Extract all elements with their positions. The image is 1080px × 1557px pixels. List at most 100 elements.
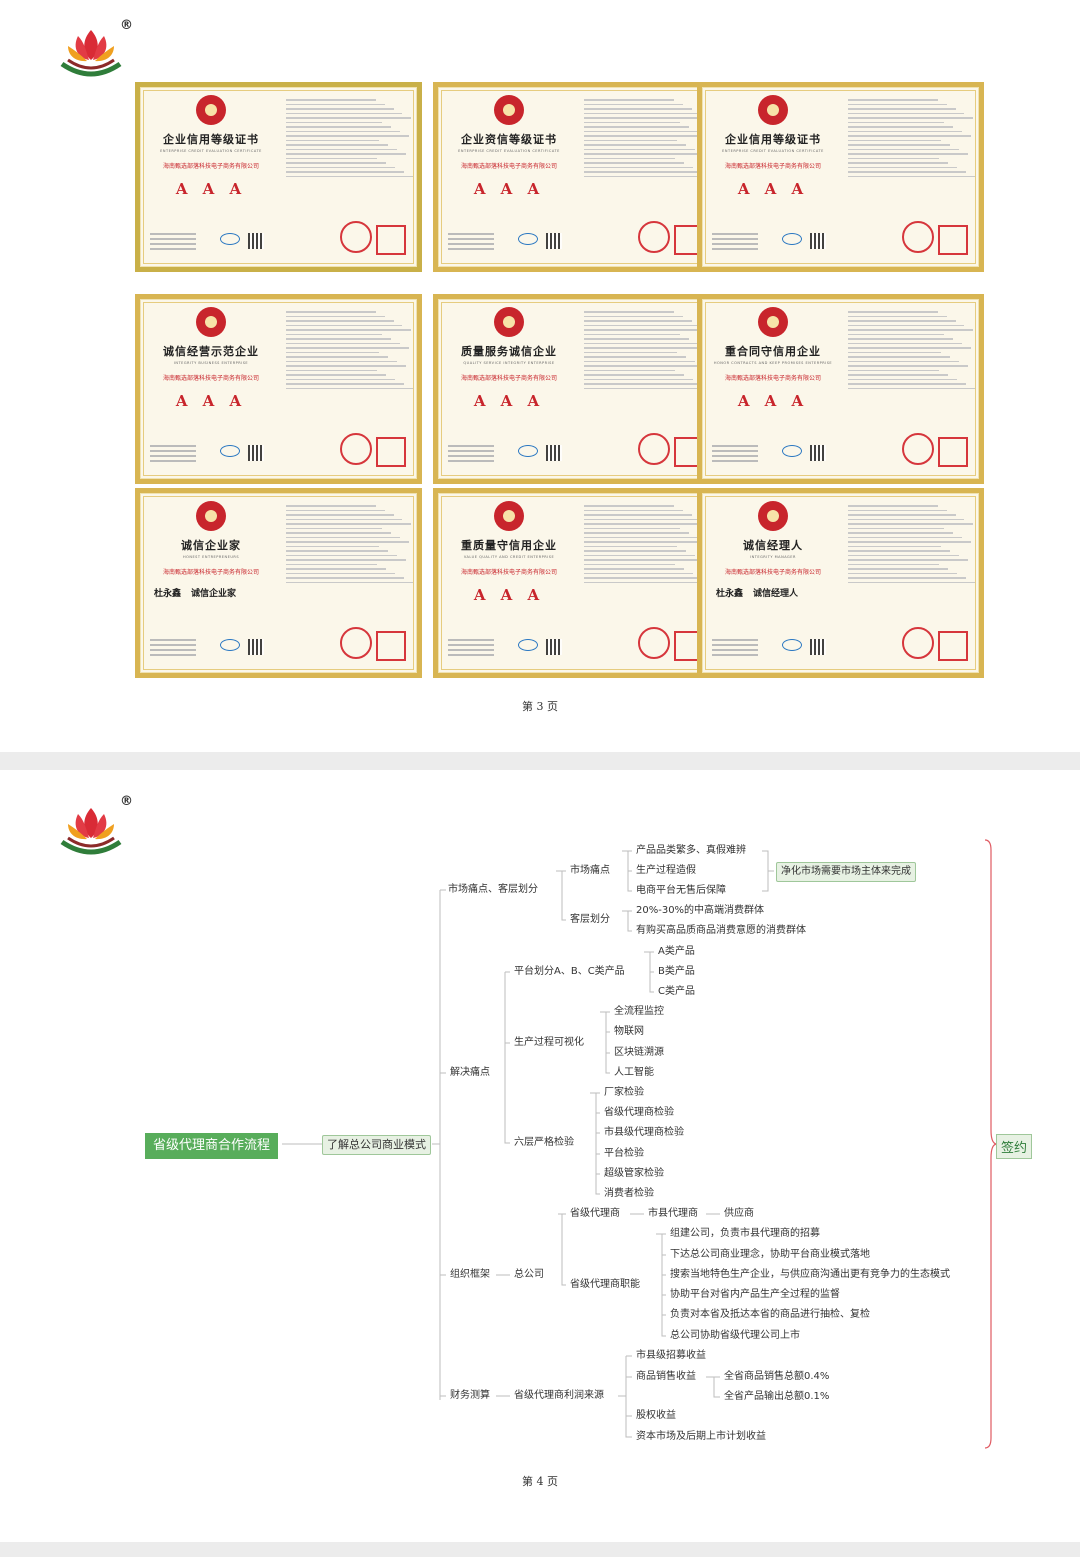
page-number: 第 3 页 xyxy=(522,700,558,713)
platform-item: C类产品 xyxy=(658,986,695,997)
certificate-title: 企业信用等级证书 xyxy=(725,133,821,146)
check-item: 厂家检验 xyxy=(604,1087,644,1098)
check-item: 省级代理商检验 xyxy=(604,1107,674,1118)
customer-item: 20%-30%的中高端消费群体 xyxy=(636,905,765,916)
certificate-footer-text xyxy=(150,233,196,253)
certificate-company: 海南甄选部落科技电子商务有限公司 xyxy=(162,569,259,576)
certificate-grade: A A A xyxy=(473,392,545,410)
certificate-footer-text xyxy=(150,639,196,659)
bcc-logo-icon xyxy=(220,233,240,245)
duty-item: 协助平台对省内产品生产全过程的监督 xyxy=(670,1289,840,1300)
certificate-notes xyxy=(286,311,414,392)
certificate-title: 重合同守信用企业 xyxy=(725,345,821,358)
red-stamp-icon xyxy=(340,627,372,659)
red-stamp-icon xyxy=(638,627,670,659)
mindmap-connectors xyxy=(282,839,998,1449)
certificate-title: 质量服务诚信企业 xyxy=(461,345,557,358)
mindmap: 省级代理商合作流程 了解总公司商业模式 签约 市场痛点、客层划分 市场痛点 产品… xyxy=(0,770,1080,1542)
pain-item: 生产过程造假 xyxy=(636,865,696,876)
page-4: ® xyxy=(0,770,1080,1542)
bcc-logo-icon xyxy=(518,233,538,245)
certificate-seal-icon xyxy=(758,307,788,337)
certificate-subtitle: VALUE QUALITY AND CREDIT ENTERPRISE xyxy=(463,555,555,559)
pain-node: 市场痛点 xyxy=(570,865,610,876)
certificate-footer-text xyxy=(712,445,758,465)
bcc-logo-icon xyxy=(782,233,802,245)
finance-node: 财务测算 xyxy=(450,1390,490,1401)
qr-code-icon xyxy=(248,445,264,461)
visual-node: 生产过程可视化 xyxy=(514,1037,584,1048)
duty-item: 负责对本省及抵达本省的商品进行抽检、复检 xyxy=(670,1309,870,1320)
red-seal-icon xyxy=(938,631,968,661)
certificate-footer-text xyxy=(448,445,494,465)
certificate-subtitle: HONOR CONTRACTS AND KEEP PROMISES ENTERP… xyxy=(713,361,833,365)
chain-node: 市县代理商 xyxy=(648,1208,698,1219)
certificate-notes xyxy=(286,505,414,586)
red-stamp-icon xyxy=(340,221,372,253)
qr-code-icon xyxy=(810,639,826,655)
qr-code-icon xyxy=(546,639,562,655)
certificate-title: 诚信经营示范企业 xyxy=(163,345,259,358)
bcc-logo-icon xyxy=(782,445,802,457)
finance-item: 股权收益 xyxy=(636,1410,676,1421)
visual-item: 区块链溯源 xyxy=(614,1047,664,1058)
duty-item: 总公司协助省级代理公司上市 xyxy=(670,1330,800,1341)
qr-code-icon xyxy=(810,233,826,249)
sign-node: 签约 xyxy=(996,1134,1033,1159)
red-stamp-icon xyxy=(638,433,670,465)
certificate-person-name: 杜永鑫 xyxy=(716,589,744,599)
platform-item: A类产品 xyxy=(658,946,695,957)
certificate-footer-text xyxy=(448,639,494,659)
certificate-subtitle: ENTERPRISE CREDIT EVALUATION CERTIFICATE xyxy=(458,149,560,153)
certificate-company: 海南甄选部落科技电子商务有限公司 xyxy=(460,375,557,382)
duty-node: 省级代理商职能 xyxy=(570,1279,640,1290)
certificate-seal-icon xyxy=(494,501,524,531)
pain-note: 净化市场需要市场主体来完成 xyxy=(776,862,916,882)
certificate-seal-icon xyxy=(196,95,226,125)
certificate-notes xyxy=(286,99,414,180)
certificate-footer-text xyxy=(150,445,196,465)
qr-code-icon xyxy=(810,445,826,461)
certificate-grade: A A A xyxy=(473,586,545,604)
solve-node: 解决痛点 xyxy=(450,1067,490,1078)
finance-item: 资本市场及后期上市计划收益 xyxy=(636,1431,766,1442)
certificate-title: 诚信企业家 xyxy=(181,539,241,552)
bcc-logo-icon xyxy=(518,445,538,457)
certificate-grade: A A A xyxy=(175,180,247,198)
bcc-logo-icon xyxy=(220,445,240,457)
profit-node: 省级代理商利润来源 xyxy=(514,1390,604,1401)
visual-item: 全流程监控 xyxy=(614,1006,664,1017)
red-seal-icon xyxy=(938,437,968,467)
red-stamp-icon xyxy=(902,627,934,659)
certificate-notes xyxy=(848,311,976,392)
check-node: 六层严格检验 xyxy=(514,1137,574,1148)
pain-item: 电商平台无售后保障 xyxy=(636,885,726,896)
qr-code-icon xyxy=(248,639,264,655)
certificate-card: 重合同守信用企业 HONOR CONTRACTS AND KEEP PROMISE… xyxy=(697,294,984,484)
red-stamp-icon xyxy=(340,433,372,465)
certificate-company: 海南甄选部落科技电子商务有限公司 xyxy=(460,163,557,170)
check-item: 消费者检验 xyxy=(604,1188,654,1199)
certificate-title: 诚信经理人 xyxy=(743,539,803,552)
certificate-person-name: 杜永鑫 xyxy=(154,589,182,599)
certificate-notes xyxy=(848,99,976,180)
certificate-notes xyxy=(848,505,976,586)
sales-item: 全省商品销售总额0.4% xyxy=(724,1371,830,1382)
red-seal-icon xyxy=(938,225,968,255)
flower-logo-icon xyxy=(60,808,122,855)
platform-node: 平台划分A、B、C类产品 xyxy=(514,966,625,977)
certificate-footer-text xyxy=(712,233,758,253)
certificate-person: 杜永鑫诚信企业家 xyxy=(146,586,276,599)
certificate-person-role: 诚信经理人 xyxy=(753,589,799,599)
certificate-subtitle: QUALITY SERVICE INTEGRITY ENTERPRISE xyxy=(463,361,555,365)
registered-mark: ® xyxy=(120,794,133,809)
certificate-company: 海南甄选部落科技电子商务有限公司 xyxy=(460,569,557,576)
certificate-grade: A A A xyxy=(737,392,809,410)
